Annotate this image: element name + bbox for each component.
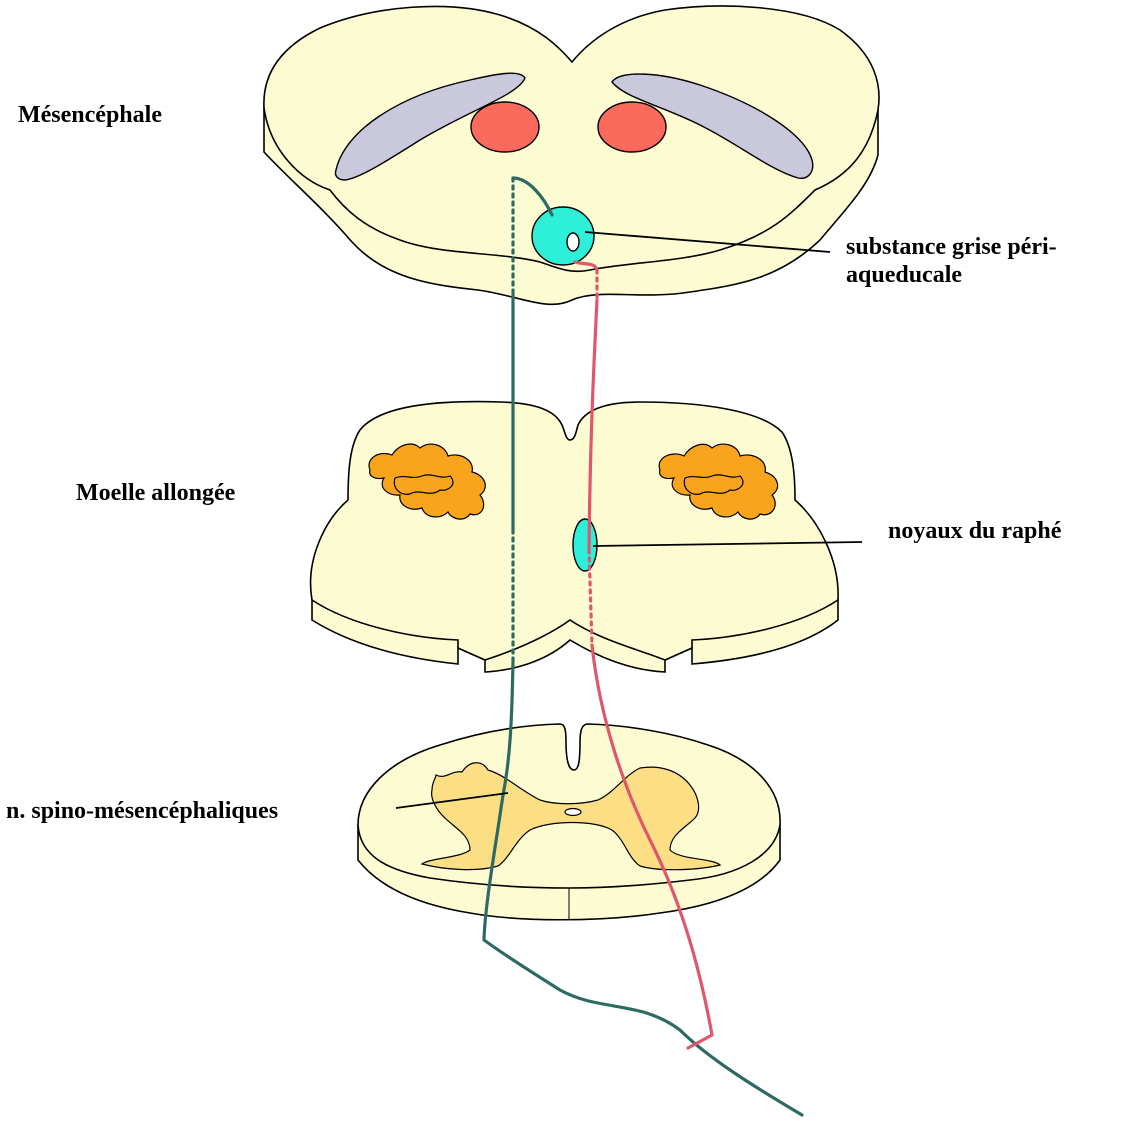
left-red-nucleus — [471, 102, 539, 152]
mesencephale-label: Mésencéphale — [18, 101, 162, 129]
right-red-nucleus — [598, 102, 666, 152]
periaqueductal-grey — [532, 207, 594, 265]
periaqueductal-grey-label: substance grise péri-aqueducale — [846, 233, 1144, 289]
central-canal — [565, 809, 581, 816]
raphe-nuclei — [573, 519, 597, 571]
raphe-nuclei-label: noyaux du raphé — [888, 517, 1061, 545]
aqueduct — [567, 233, 579, 251]
medulla-label: Moelle allongée — [76, 479, 258, 507]
spino-mesencephalic-label: n. spino-mésencéphaliques — [6, 797, 278, 825]
